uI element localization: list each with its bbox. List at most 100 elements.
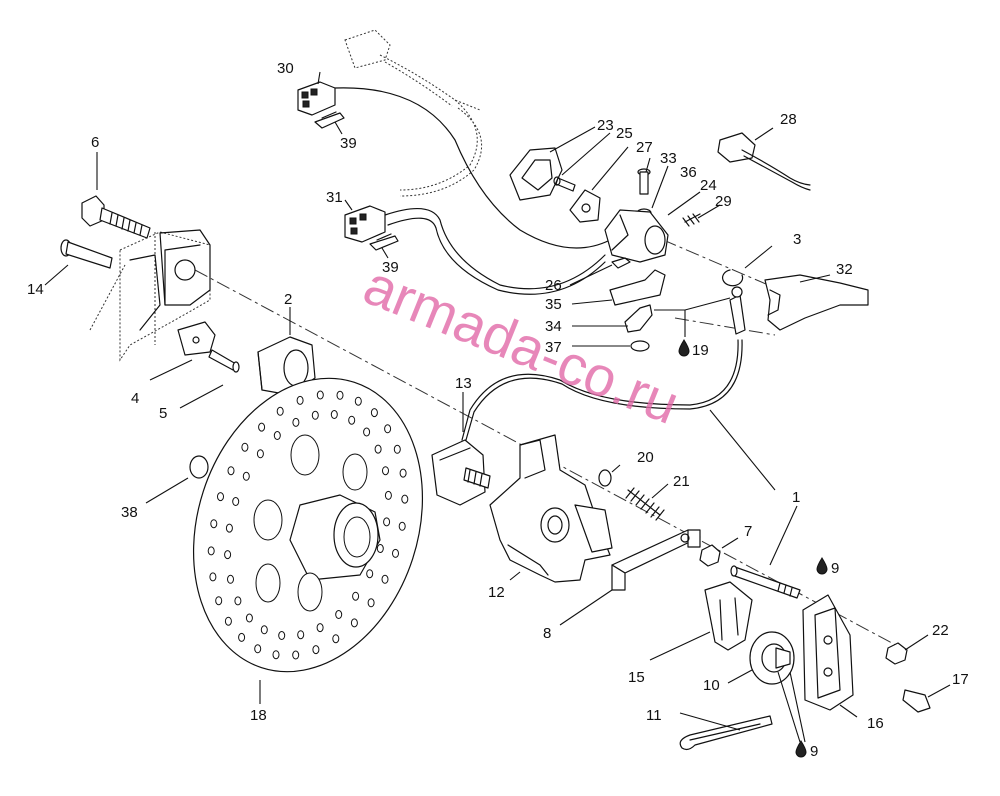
callout-21: 21 [673,473,690,490]
callout-11: 11 [646,707,662,724]
callout-15: 15 [628,669,645,686]
callout-18: 18 [250,707,267,724]
callout-33: 33 [660,150,677,167]
disc-hole [241,442,249,452]
cable-end [729,286,746,335]
disc-hole [224,550,232,560]
callout-10: 10 [703,677,720,694]
disc-hole [225,523,233,533]
disc-hole [292,417,300,427]
callout-32: 32 [836,261,853,278]
disc-hole [245,613,253,623]
disc-hole [238,632,246,642]
disc-hole [363,427,371,437]
disc-hole [366,569,374,579]
disc-hole [217,492,224,502]
callout-16: 16 [867,715,884,732]
washer-37 [630,340,650,352]
callout-5: 5 [159,405,167,422]
disc-hole [399,468,407,478]
disc-hole [278,631,286,640]
rod-1 [730,565,801,599]
callout-38: 38 [121,504,138,521]
disc-hole [384,424,392,434]
screw-5 [208,349,240,373]
disc-hole [367,598,375,608]
frame-bracket [89,229,211,362]
callout-37: 37 [545,339,562,356]
disc-hole [370,408,378,418]
callout-19: 19 [692,342,709,359]
callout-6: 6 [91,134,99,151]
disc-hole [232,497,240,506]
callout-9b: 9 [810,743,818,760]
oil-drop-icon [678,339,690,357]
clip-17 [902,689,931,713]
disc-hole [296,395,304,405]
disc-hole [224,616,232,626]
wiring-harness [334,29,611,295]
callout-20: 20 [637,449,654,466]
bolt-6 [81,195,151,239]
disc-hole [234,596,242,606]
callout-labels: 1 2 3 4 5 6 7 8 9 9 10 11 12 13 14 15 16… [27,60,969,760]
callout-3: 3 [793,231,801,248]
cotter-pin-11 [679,715,773,751]
callout-9a: 9 [831,560,839,577]
disc-hole [336,390,344,400]
disc-hole [227,574,234,584]
callout-23: 23 [597,117,614,134]
disc-hole [350,618,358,628]
boot-23 [509,147,563,201]
disc-hole [393,444,401,454]
disc-hole [242,471,250,481]
callout-25: 25 [616,125,633,142]
lever-35 [609,269,666,306]
callout-7: 7 [744,523,752,540]
callout-30: 30 [277,60,294,77]
disc-hole [384,490,392,500]
spring-21 [625,487,665,521]
callout-4: 4 [131,390,139,407]
disc-hole [297,630,305,640]
disc-hole [398,521,406,531]
disc-hole [276,406,284,416]
bolt-33 [637,168,651,195]
disc-hole [354,396,362,406]
nut-7 [699,544,721,567]
disc-hole [258,422,266,432]
e-clip-3 [722,269,744,287]
disc-hole [312,645,320,655]
spring-29 [682,213,701,227]
callout-39b: 39 [382,259,399,276]
callout-24: 24 [700,177,717,194]
pin-14 [60,239,113,269]
callout-1: 1 [792,489,800,506]
disc-hole [332,634,340,644]
disc-hole [383,517,391,527]
fork-15 [704,581,753,651]
disc-hole [392,548,399,558]
connector-30 [297,81,336,116]
callout-34: 34 [545,318,562,335]
disc-hole [376,544,384,553]
o-ring-38 [189,455,209,479]
disc-hole [374,444,382,454]
disc-hole [348,415,356,425]
cable [461,339,739,441]
callout-17: 17 [952,671,969,688]
callout-22: 22 [932,622,949,639]
latch-34 [624,304,653,333]
oil-drop-icon [816,557,828,575]
clip-26 [611,257,631,269]
disc-hole [254,644,262,654]
bracket-plate-8 [611,529,701,591]
callout-2: 2 [284,291,292,308]
disc-hole [352,591,360,601]
disc-hole [330,410,338,419]
disc-hole [272,650,280,660]
brake-disc-18 [192,377,424,673]
disc-hole [401,494,409,504]
callout-28: 28 [780,111,797,128]
